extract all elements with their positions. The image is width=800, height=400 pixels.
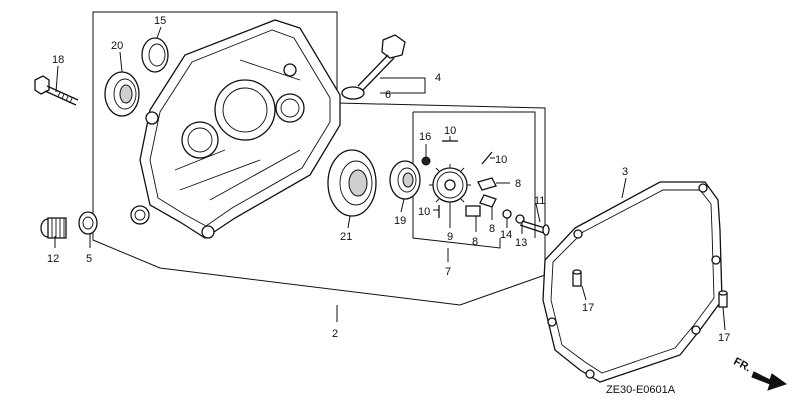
bearing-20 [104, 71, 140, 117]
sealing-washer-5 [78, 211, 98, 235]
callout-7: 7 [445, 266, 451, 278]
leader-lines [54, 26, 726, 331]
front-direction-label: FR. [731, 356, 752, 375]
callout-8a: 8 [515, 178, 521, 190]
oil-drain-plug-12 [40, 217, 67, 239]
callout-13: 13 [515, 237, 527, 249]
callout-6: 6 [385, 89, 391, 101]
o-ring-6 [341, 86, 365, 100]
governor-gear-9 [429, 164, 471, 206]
oil-level-gauge-4 [357, 34, 406, 91]
front-direction-arrow: FR. [731, 356, 788, 391]
crankcase-cover [130, 19, 341, 239]
dowel-pin-17b [718, 290, 728, 308]
callout-12: 12 [47, 253, 59, 265]
bearing-19 [389, 160, 421, 200]
callouts: 2 3 4 5 6 7 8 8 8 9 10 10 10 11 12 13 14… [47, 15, 730, 344]
flange-bolt-18 [34, 75, 79, 106]
bearing-21 [327, 149, 377, 217]
gasket-3 [542, 181, 723, 383]
callout-9: 9 [447, 231, 453, 243]
dowel-pin-17a [572, 269, 582, 287]
callout-20: 20 [111, 40, 123, 52]
callout-15: 15 [154, 15, 166, 27]
diagram-code: ZE30-E0601A [606, 384, 676, 396]
oil-seal-15 [141, 37, 169, 73]
callout-5: 5 [86, 253, 92, 265]
callout-21: 21 [340, 231, 352, 243]
callout-14: 14 [500, 229, 512, 241]
callout-18: 18 [52, 54, 64, 66]
small-parts [421, 140, 550, 236]
callout-8b: 8 [489, 223, 495, 235]
callout-2: 2 [332, 328, 338, 340]
callout-17a: 17 [582, 302, 594, 314]
callout-17b: 17 [718, 332, 730, 344]
callout-10b: 10 [495, 154, 507, 166]
arrow-icon [751, 371, 788, 391]
callout-10a: 10 [444, 125, 456, 137]
callout-8c: 8 [472, 236, 478, 248]
callout-4: 4 [435, 72, 441, 84]
callout-10c: 10 [418, 206, 430, 218]
callout-19: 19 [394, 215, 406, 227]
callout-11: 11 [534, 195, 545, 207]
callout-3: 3 [622, 166, 628, 178]
callout-16: 16 [419, 131, 431, 143]
